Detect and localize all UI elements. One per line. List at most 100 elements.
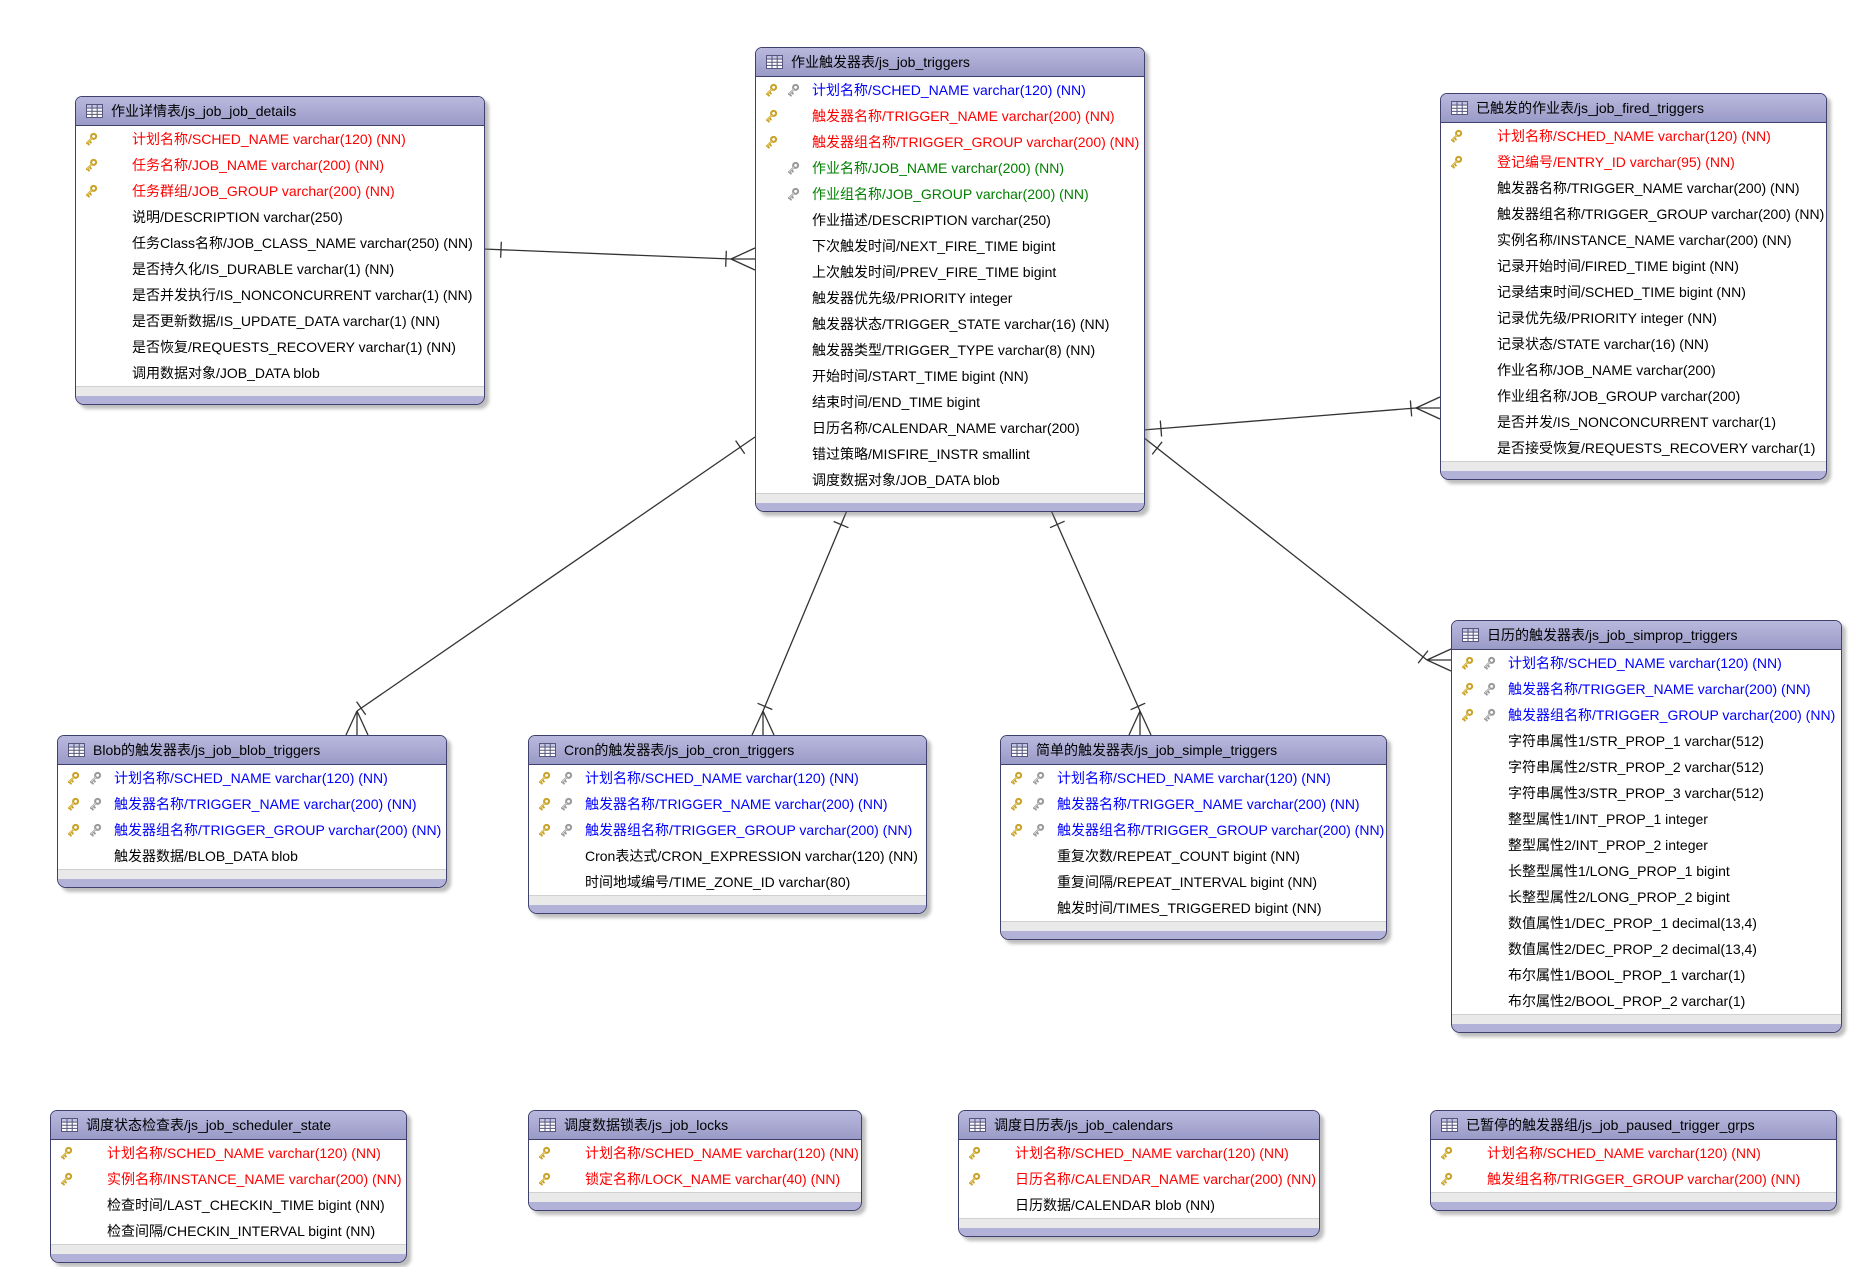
field-label: 是否持久化/IS_DURABLE varchar(1) (NN) [132, 261, 395, 277]
field-row: 计划名称/SCHED_NAME varchar(120) (NN) [1431, 1140, 1836, 1166]
field-row: 检查间隔/CHECKIN_INTERVAL bigint (NN) [51, 1218, 406, 1244]
table-grid-icon [61, 1118, 78, 1132]
primary-key-icon [536, 1145, 552, 1161]
field-row: 触发器组名称/TRIGGER_GROUP varchar(200) (NN) [1452, 702, 1841, 728]
field-label: 任务名称/JOB_NAME varchar(200) (NN) [132, 157, 385, 173]
table-grid-icon [86, 104, 103, 118]
table-header: Cron的触发器表/js_job_cron_triggers [529, 736, 926, 765]
primary-key-icon [536, 770, 552, 786]
field-row: 是否并发/IS_NONCONCURRENT varchar(1) [1441, 409, 1826, 435]
field-row: 计划名称/SCHED_NAME varchar(120) (NN) [1441, 123, 1826, 149]
field-row: 是否恢复/REQUESTS_RECOVERY varchar(1) (NN) [76, 334, 484, 360]
foreign-key-icon [87, 796, 103, 812]
entity-table-js_job_simple_triggers: 简单的触发器表/js_job_simple_triggers 计划名称/SCHED… [1000, 735, 1387, 940]
table-footer-bar [959, 1228, 1319, 1236]
table-footer-bar [1001, 931, 1386, 939]
field-row: 计划名称/SCHED_NAME varchar(120) (NN) [1001, 765, 1386, 791]
table-footer [1431, 1192, 1836, 1202]
foreign-key-icon [87, 822, 103, 838]
field-row: 触发组名称/TRIGGER_GROUP varchar(200) (NN) [1431, 1166, 1836, 1192]
table-title: 调度状态检查表/js_job_scheduler_state [86, 1117, 332, 1133]
field-row: 触发器数据/BLOB_DATA blob [58, 843, 446, 869]
primary-key-icon [83, 157, 99, 173]
field-row: 计划名称/SCHED_NAME varchar(120) (NN) [76, 126, 484, 152]
table-columns: 计划名称/SCHED_NAME varchar(120) (NN) 触发组名称/T… [1431, 1140, 1836, 1192]
primary-key-icon [65, 770, 81, 786]
field-row: 检查时间/LAST_CHECKIN_TIME bigint (NN) [51, 1192, 406, 1218]
field-label: 检查间隔/CHECKIN_INTERVAL bigint (NN) [107, 1223, 376, 1239]
primary-key-icon [1438, 1171, 1454, 1187]
field-label: 字符串属性1/STR_PROP_1 varchar(512) [1508, 733, 1764, 749]
field-label: 任务群组/JOB_GROUP varchar(200) (NN) [132, 183, 395, 199]
field-label: 检查时间/LAST_CHECKIN_TIME bigint (NN) [107, 1197, 385, 1213]
field-label: 触发器数据/BLOB_DATA blob [114, 848, 298, 864]
field-label: 是否并发执行/IS_NONCONCURRENT varchar(1) (NN) [132, 287, 473, 303]
primary-key-icon [536, 822, 552, 838]
field-row: 是否并发执行/IS_NONCONCURRENT varchar(1) (NN) [76, 282, 484, 308]
foreign-key-icon [1481, 681, 1497, 697]
foreign-key-icon [558, 796, 574, 812]
table-title: 作业触发器表/js_job_triggers [791, 54, 970, 70]
field-row: 触发器组名称/TRIGGER_GROUP varchar(200) (NN) [529, 817, 926, 843]
field-row: 布尔属性2/BOOL_PROP_2 varchar(1) [1452, 988, 1841, 1014]
field-label: 计划名称/SCHED_NAME varchar(120) (NN) [114, 770, 388, 786]
relationship-triggers-to-cron-triggers [751, 507, 849, 736]
field-row: 计划名称/SCHED_NAME varchar(120) (NN) [529, 765, 926, 791]
field-label: 触发器组名称/TRIGGER_GROUP varchar(200) (NN) [114, 822, 442, 838]
field-row: 记录状态/STATE varchar(16) (NN) [1441, 331, 1826, 357]
field-row: 重复间隔/REPEAT_INTERVAL bigint (NN) [1001, 869, 1386, 895]
relationship-triggers-to-simprop-triggers [1142, 436, 1452, 672]
field-label: 长整型属性2/LONG_PROP_2 bigint [1508, 889, 1730, 905]
table-footer [1001, 921, 1386, 931]
field-label: 触发器组名称/TRIGGER_GROUP varchar(200) (NN) [812, 134, 1140, 150]
relationship-triggers-to-blob-triggers [345, 436, 756, 736]
field-row: 是否更新数据/IS_UPDATE_DATA varchar(1) (NN) [76, 308, 484, 334]
table-footer [1452, 1014, 1841, 1024]
relationship-triggers-to-fired-triggers [1142, 396, 1441, 437]
field-label: 计划名称/SCHED_NAME varchar(120) (NN) [1497, 128, 1771, 144]
foreign-key-icon [558, 770, 574, 786]
field-row: 登记编号/ENTRY_ID varchar(95) (NN) [1441, 149, 1826, 175]
field-label: 调度数据对象/JOB_DATA blob [812, 472, 1000, 488]
field-label: 计划名称/SCHED_NAME varchar(120) (NN) [585, 1145, 859, 1161]
field-label: 触发器状态/TRIGGER_STATE varchar(16) (NN) [812, 316, 1110, 332]
primary-key-icon [58, 1145, 74, 1161]
field-row: 触发器类型/TRIGGER_TYPE varchar(8) (NN) [756, 337, 1144, 363]
field-row: 布尔属性1/BOOL_PROP_1 varchar(1) [1452, 962, 1841, 988]
field-row: 触发器名称/TRIGGER_NAME varchar(200) (NN) [1001, 791, 1386, 817]
field-row: 下次触发时间/NEXT_FIRE_TIME bigint [756, 233, 1144, 259]
table-grid-icon [1462, 628, 1479, 642]
field-label: 锁定名称/LOCK_NAME varchar(40) (NN) [585, 1171, 841, 1187]
field-row: 触发器组名称/TRIGGER_GROUP varchar(200) (NN) [1441, 201, 1826, 227]
field-label: 调用数据对象/JOB_DATA blob [132, 365, 320, 381]
field-label: 是否接受恢复/REQUESTS_RECOVERY varchar(1) [1497, 440, 1816, 456]
field-label: 整型属性1/INT_PROP_1 integer [1508, 811, 1708, 827]
primary-key-icon [1448, 128, 1464, 144]
field-label: 计划名称/SCHED_NAME varchar(120) (NN) [1487, 1145, 1761, 1161]
table-footer [51, 1244, 406, 1254]
table-columns: 计划名称/SCHED_NAME varchar(120) (NN)触发器名称/T… [58, 765, 446, 869]
field-label: 上次触发时间/PREV_FIRE_TIME bigint [812, 264, 1057, 280]
field-label: 触发器名称/TRIGGER_NAME varchar(200) (NN) [1508, 681, 1811, 697]
field-row: 触发器名称/TRIGGER_NAME varchar(200) (NN) [756, 103, 1144, 129]
primary-key-icon [763, 82, 779, 98]
table-grid-icon [68, 743, 85, 757]
field-row: 长整型属性1/LONG_PROP_1 bigint [1452, 858, 1841, 884]
field-label: 触发器名称/TRIGGER_NAME varchar(200) (NN) [1057, 796, 1360, 812]
table-header: 调度日历表/js_job_calendars [959, 1111, 1319, 1140]
table-footer [529, 1192, 861, 1202]
field-row: 数值属性2/DEC_PROP_2 decimal(13,4) [1452, 936, 1841, 962]
primary-key-icon [1008, 796, 1024, 812]
table-footer-bar [1452, 1024, 1841, 1032]
table-columns: 计划名称/SCHED_NAME varchar(120) (NN) 锁定名称/LO… [529, 1140, 861, 1192]
field-row: 触发器组名称/TRIGGER_GROUP varchar(200) (NN) [58, 817, 446, 843]
table-title: 简单的触发器表/js_job_simple_triggers [1036, 742, 1278, 758]
table-columns: 计划名称/SCHED_NAME varchar(120) (NN) 触发器名称/T… [756, 77, 1144, 493]
table-title: 日历的触发器表/js_job_simprop_triggers [1487, 627, 1738, 643]
field-label: 记录优先级/PRIORITY integer (NN) [1497, 310, 1717, 326]
field-label: 计划名称/SCHED_NAME varchar(120) (NN) [812, 82, 1086, 98]
